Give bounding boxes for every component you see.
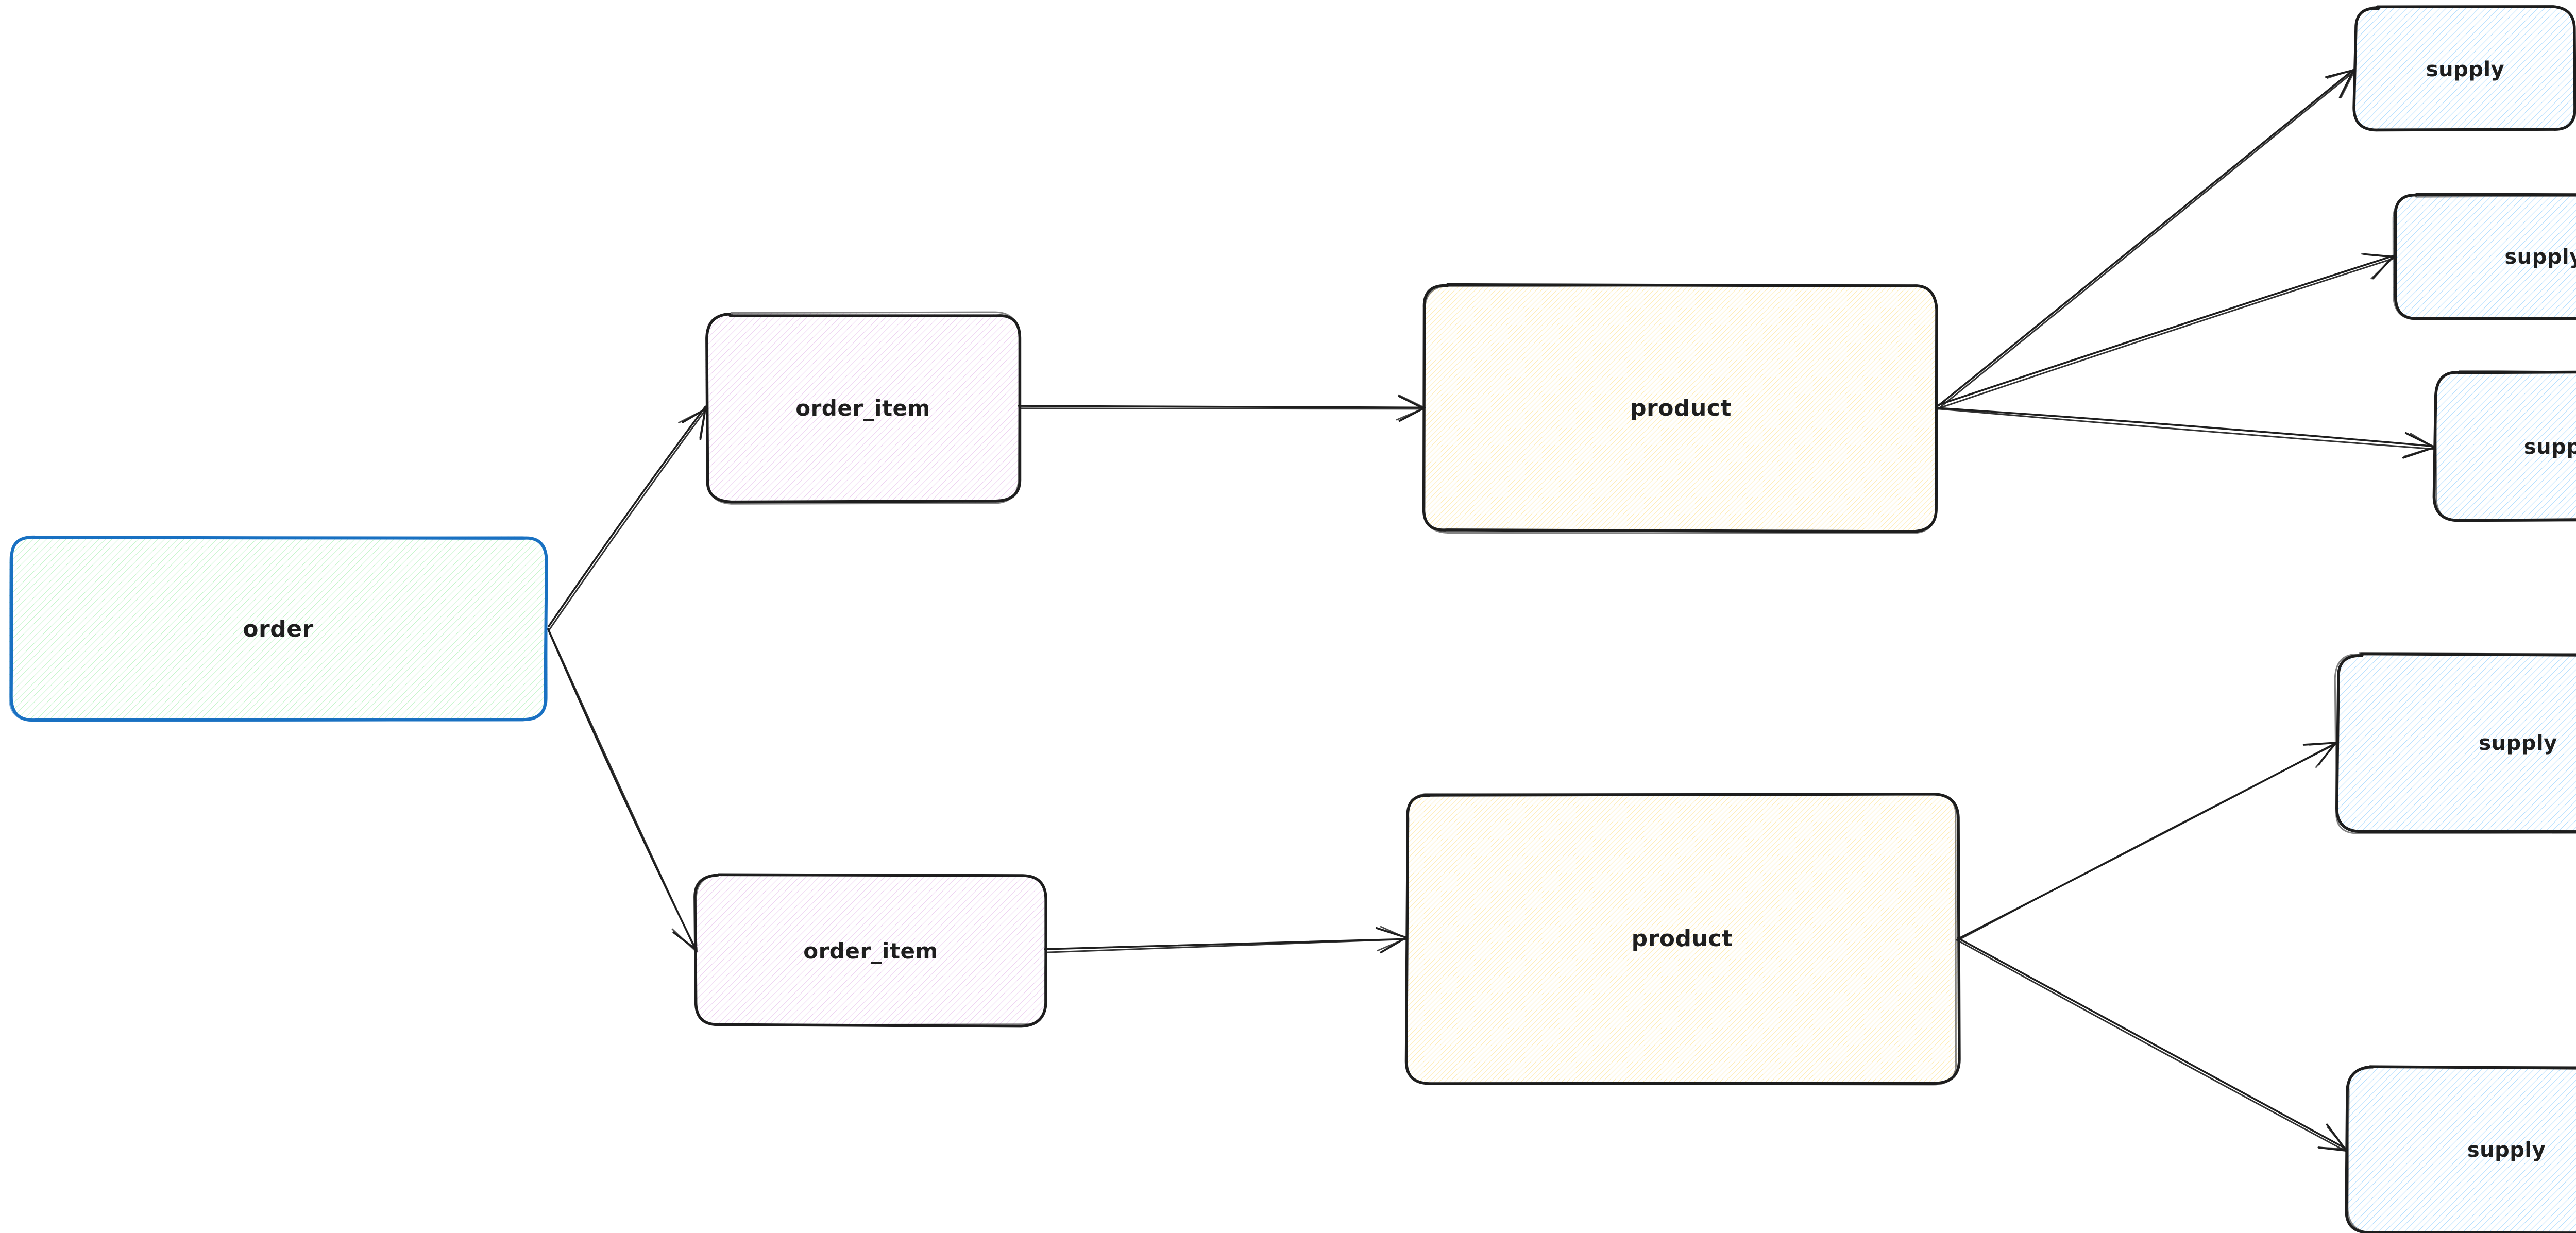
- node-label-order_item_2: order_item: [803, 938, 938, 964]
- edge-product_1-to-supply_2: [1935, 253, 2395, 410]
- edge-product_1-to-supply_1: [1937, 67, 2357, 410]
- node-label-supply_5: supply: [2467, 1138, 2546, 1162]
- node-shape-supply_4: [2334, 652, 2576, 834]
- node-supply_3[interactable]: supply: [2432, 370, 2576, 522]
- node-supply_4[interactable]: supply: [2334, 652, 2576, 834]
- node-shape-product_2: [1404, 792, 1961, 1086]
- node-supply_5[interactable]: supply: [2345, 1065, 2576, 1233]
- edge-product_1-to-supply_3: [1935, 407, 2436, 459]
- node-supply_1[interactable]: supply: [2352, 5, 2576, 132]
- node-shape-supply_3: [2432, 370, 2576, 522]
- node-product_2[interactable]: product: [1404, 792, 1961, 1086]
- node-label-supply_4: supply: [2479, 731, 2557, 755]
- node-order_item_1[interactable]: order_item: [705, 311, 1022, 505]
- edge-product_2-to-supply_4: [1958, 742, 2337, 941]
- node-label-supply_3: supply: [2523, 435, 2576, 459]
- node-shape-order_item_2: [693, 873, 1047, 1028]
- edge-order_item_1-to-product_1: [1018, 394, 1426, 422]
- node-supply_2[interactable]: supply: [2392, 193, 2576, 320]
- node-label-product_2: product: [1631, 926, 1733, 952]
- node-label-product_1: product: [1630, 395, 1732, 421]
- node-shape-supply_1: [2352, 5, 2576, 132]
- edge-order-to-order_item_1: [547, 405, 708, 632]
- node-shape-order_item_1: [705, 311, 1022, 505]
- node-label-supply_1: supply: [2426, 58, 2505, 81]
- edge-order-to-order_item_2: [547, 628, 698, 953]
- node-label-supply_2: supply: [2504, 245, 2576, 269]
- edge-product_2-to-supply_5: [1956, 937, 2348, 1153]
- node-label-order_item_1: order_item: [795, 395, 930, 421]
- node-product_1[interactable]: product: [1422, 283, 1938, 534]
- node-order_item_2[interactable]: order_item: [693, 873, 1047, 1028]
- node-shape-supply_2: [2392, 193, 2576, 320]
- node-shape-supply_5: [2345, 1065, 2576, 1233]
- node-label-order: order: [243, 615, 314, 642]
- node-order[interactable]: order: [8, 535, 548, 722]
- edge-order_item_2-to-product_2: [1044, 926, 1409, 954]
- node-shape-order: [8, 535, 548, 722]
- node-shape-product_1: [1422, 283, 1938, 534]
